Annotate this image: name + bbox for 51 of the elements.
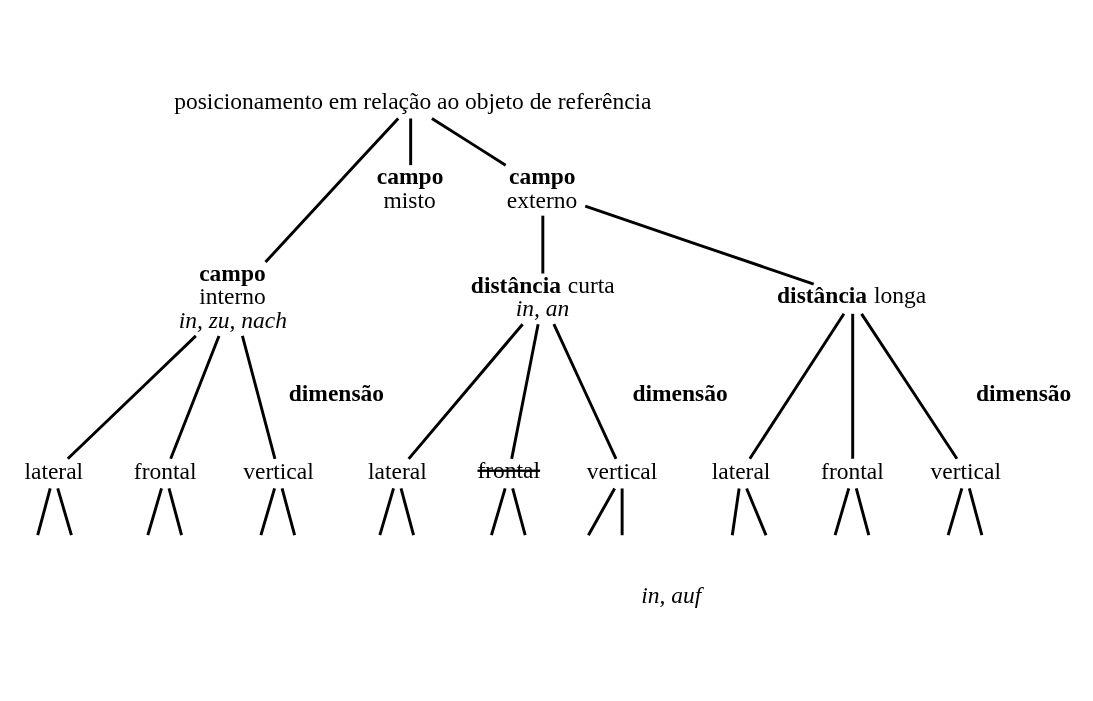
connector — [851, 313, 855, 459]
node-text: frontal — [821, 457, 884, 484]
connector — [730, 487, 741, 535]
connector — [259, 487, 276, 536]
connector — [490, 487, 507, 536]
connector — [745, 487, 768, 536]
node-text: campo interno in, zu, nach — [178, 259, 287, 333]
node-text: frontal — [477, 456, 541, 483]
node-text: lateral — [368, 457, 427, 484]
connector — [860, 312, 959, 460]
node-text: campo misto — [376, 162, 444, 213]
connector — [854, 487, 871, 536]
connector — [399, 487, 415, 536]
connector — [167, 487, 183, 536]
label: dimensão — [288, 379, 385, 406]
node-text: frontal — [133, 457, 197, 484]
connector — [584, 204, 815, 285]
connector — [541, 215, 545, 273]
connector — [146, 487, 163, 536]
connector — [169, 334, 221, 459]
node-text: lateral — [711, 457, 771, 484]
connector — [240, 335, 277, 459]
label: dimensão — [976, 379, 1072, 406]
connector — [36, 487, 52, 536]
node-text: distância curta in, an — [470, 271, 615, 321]
label: dimensão — [632, 379, 728, 406]
connector — [620, 487, 624, 535]
connector — [280, 487, 297, 536]
node-text: lateral — [24, 457, 84, 484]
connector — [409, 118, 413, 165]
connector — [378, 487, 395, 536]
node-text: vertical — [243, 457, 314, 484]
connector — [552, 323, 618, 459]
connector — [587, 487, 616, 536]
connector — [967, 487, 984, 536]
node-text: campo externo — [506, 162, 578, 213]
connector — [264, 116, 400, 263]
connector — [66, 334, 197, 460]
node-text: vertical — [586, 457, 658, 484]
connector — [748, 312, 846, 460]
connector — [407, 322, 524, 460]
connector — [510, 323, 540, 459]
node-text: distância longa — [777, 281, 927, 308]
connector — [431, 116, 507, 166]
connector — [511, 487, 527, 536]
label: in, auf — [641, 581, 702, 608]
connector — [56, 487, 73, 536]
node-text: vertical — [930, 457, 1001, 484]
node-text: posicionamento em relação ao objeto de referência — [174, 87, 652, 114]
connector — [946, 487, 964, 536]
connector — [833, 487, 851, 536]
